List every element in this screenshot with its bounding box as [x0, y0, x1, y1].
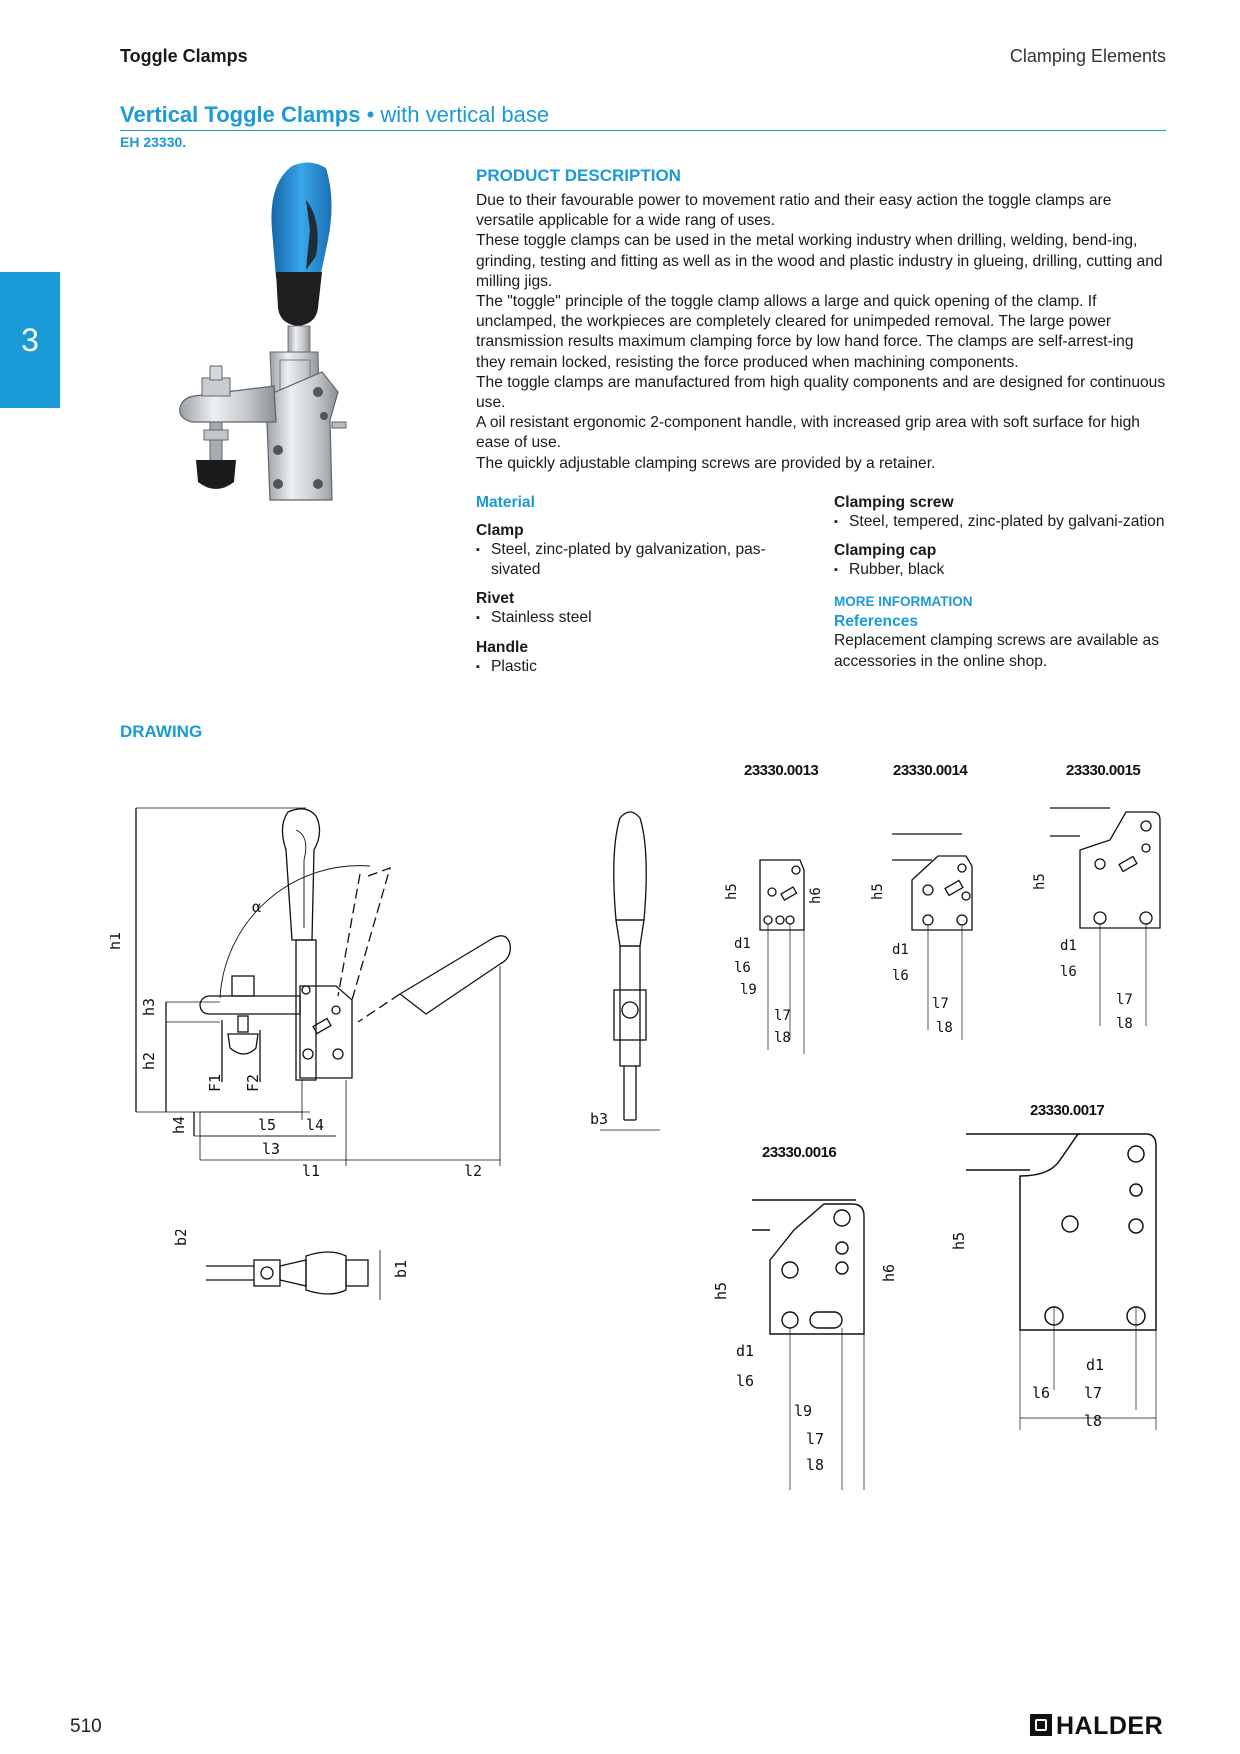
material-rivet-label: Rivet — [476, 590, 515, 608]
dim-h5: h5 — [724, 883, 740, 900]
part-number-0017: 23330.0017 — [1030, 1102, 1105, 1119]
material-cap-label: Clamping cap — [834, 542, 937, 560]
part-number-0013: 23330.0013 — [744, 762, 819, 779]
material-screw-value: Steel, tempered, zinc-plated by galvani-… — [834, 512, 1166, 532]
dim-h5: h5 — [950, 1232, 968, 1250]
dim-b1: b1 — [392, 1260, 410, 1278]
dim-l7: l7 — [774, 1008, 791, 1024]
more-information-heading: MORE INFORMATION — [834, 594, 973, 610]
base-drawing-0016: h5 h6 d1 l6 l9 l7 l8 — [712, 1199, 898, 1490]
dim-h6: h6 — [880, 1264, 898, 1282]
dim-l9: l9 — [794, 1402, 812, 1420]
dim-h1: h1 — [110, 932, 124, 950]
title-separator: • — [360, 102, 381, 127]
base-drawing-0015: h5 d1 l6 l7 l8 — [1032, 807, 1161, 1032]
dim-l7: l7 — [932, 996, 949, 1012]
dim-h2: h2 — [140, 1052, 158, 1070]
dim-h5: h5 — [712, 1282, 730, 1300]
description-paragraph: The toggle clamps are manufactured from … — [476, 373, 1166, 412]
title-divider — [120, 130, 1166, 131]
dim-l2: l2 — [464, 1162, 482, 1180]
dim-h5: h5 — [870, 883, 886, 900]
base-drawing-0013: h5 h6 d1 l6 l9 l7 l8 — [724, 859, 824, 1054]
dim-l6: l6 — [1060, 964, 1077, 980]
dim-l6: l6 — [734, 960, 751, 976]
dim-h3: h3 — [140, 998, 158, 1016]
dim-l6: l6 — [892, 968, 909, 984]
description-paragraph: Due to their favourable power to movemen… — [476, 192, 1112, 230]
product-photo — [179, 162, 347, 501]
product-description-heading: PRODUCT DESCRIPTION — [476, 166, 681, 185]
dim-l7: l7 — [1116, 992, 1133, 1008]
part-number-0015: 23330.0015 — [1066, 762, 1141, 779]
top-view-drawing: b2 b1 — [172, 1230, 410, 1300]
dim-l9: l9 — [740, 982, 757, 998]
side-view-drawing: h1 h3 h2 h4 F1 F2 l5 l4 l3 l1 l2 α — [110, 807, 511, 1180]
brand-name: HALDER — [1056, 1712, 1164, 1740]
material-screw-label: Clamping screw — [834, 494, 954, 511]
title-subtitle: with vertical base — [380, 102, 550, 127]
dim-alpha: α — [252, 898, 261, 916]
material-handle-label: Handle — [476, 638, 528, 656]
material-clamp-label: Clamp — [476, 522, 524, 539]
product-code: EH 23330. — [120, 134, 187, 150]
dim-l7: l7 — [1084, 1384, 1102, 1402]
dim-d1: d1 — [1060, 938, 1077, 954]
dim-l8: l8 — [774, 1030, 791, 1046]
dim-h4: h4 — [170, 1116, 188, 1134]
dim-h5: h5 — [1032, 873, 1048, 890]
material-heading: Material — [476, 494, 535, 511]
page-number: 510 — [70, 1716, 102, 1737]
drawing-heading: DRAWING — [120, 722, 203, 741]
dim-l3: l3 — [262, 1140, 280, 1158]
dim-F2: F2 — [244, 1074, 262, 1092]
description-paragraph: A oil resistant ergonomic 2-component ha… — [476, 414, 1140, 452]
chapter-tab — [0, 272, 60, 408]
base-drawing-0014: h5 d1 l6 l7 l8 — [870, 833, 973, 1040]
material-cap-value: Rubber, black — [834, 560, 1166, 580]
dim-d1: d1 — [734, 936, 751, 952]
title-main: Vertical Toggle Clamps — [120, 102, 361, 127]
material-clamp-value: Steel, zinc-plated by galvanization, pas… — [476, 540, 796, 580]
dim-l8: l8 — [1116, 1016, 1133, 1032]
dim-b2: b2 — [172, 1230, 190, 1246]
dim-l6: l6 — [1032, 1384, 1050, 1402]
references-text: Replacement clamping screws are availabl… — [834, 632, 1160, 670]
page-title: Vertical Toggle Clamps • with vertical b… — [120, 102, 549, 128]
dim-l7: l7 — [806, 1430, 824, 1448]
dim-l8: l8 — [1084, 1412, 1102, 1430]
dim-d1: d1 — [1086, 1356, 1104, 1374]
base-drawing-0017: h5 d1 l6 l7 l8 — [950, 1133, 1157, 1430]
logo-mark-icon — [1030, 1714, 1052, 1736]
part-number-0014: 23330.0014 — [893, 762, 968, 779]
description-paragraph: These toggle clamps can be used in the m… — [476, 232, 1163, 290]
dim-l8: l8 — [806, 1456, 824, 1474]
references-label: References — [834, 613, 919, 631]
part-number-0016: 23330.0016 — [762, 1144, 837, 1161]
material-handle-value: Plastic — [476, 657, 796, 677]
dim-b3: b3 — [590, 1110, 608, 1128]
dim-d1: d1 — [736, 1342, 754, 1360]
dim-l1: l1 — [302, 1162, 320, 1180]
front-view-drawing: b3 — [590, 811, 660, 1131]
dim-h6: h6 — [808, 887, 824, 904]
dim-d1: d1 — [892, 942, 909, 958]
dim-l5: l5 — [258, 1116, 276, 1134]
description-paragraph: The "toggle" principle of the toggle cla… — [476, 293, 1134, 371]
description-paragraph: The quickly adjustable clamping screws a… — [476, 454, 936, 472]
product-description-text: Due to their favourable power to movemen… — [476, 191, 1166, 474]
dim-l4: l4 — [306, 1116, 324, 1134]
dim-F1: F1 — [206, 1074, 224, 1092]
material-rivet-value: Stainless steel — [476, 608, 796, 628]
running-header-section: Toggle Clamps — [120, 46, 248, 66]
material-column-left: Material Clamp Steel, zinc-plated by gal… — [476, 494, 796, 677]
running-header-chapter: Clamping Elements — [1009, 46, 1166, 66]
chapter-tab-number: 3 — [21, 322, 39, 358]
dim-l8: l8 — [936, 1020, 953, 1036]
brand-logo: HALDER — [1030, 1712, 1163, 1741]
material-column-right: Clamping screw Steel, tempered, zinc-pla… — [834, 494, 1166, 672]
dim-l6: l6 — [736, 1372, 754, 1390]
